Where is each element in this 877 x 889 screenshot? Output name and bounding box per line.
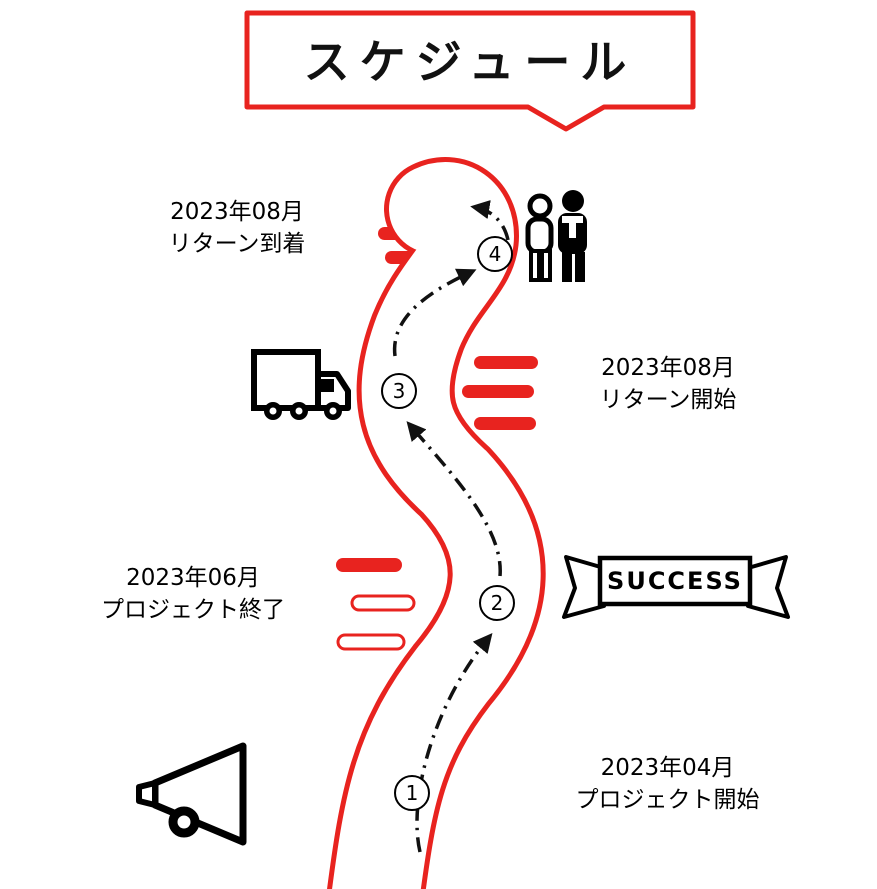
milestone-4-marker: 4 (477, 236, 513, 272)
success-banner (562, 555, 790, 619)
milestone-3-text: リターン開始 (599, 387, 737, 414)
milestone-4-text: リターン到着 (168, 231, 306, 258)
milestone-4-label: 2023年08月 リターン到着 (112, 196, 362, 260)
milestone-1-marker: 1 (394, 775, 430, 811)
road-path (327, 157, 546, 889)
milestone-3-date: 2023年08月 (601, 355, 735, 381)
success-banner-text: SUCCESS (607, 567, 743, 595)
milestone-4-date: 2023年08月 (170, 199, 304, 225)
speed-lines-mid-left (336, 558, 416, 651)
milestone-2-text: プロジェクト終了 (101, 597, 285, 624)
milestone-3-label: 2023年08月 リターン開始 (553, 352, 783, 416)
people-icon (525, 190, 587, 282)
milestone-1-date: 2023年04月 (600, 755, 735, 781)
milestone-1-label: 2023年04月 プロジェクト開始 (535, 752, 800, 816)
route-dashes (392, 200, 510, 853)
milestone-1-text: プロジェクト開始 (575, 787, 760, 814)
milestone-2-marker: 2 (479, 585, 515, 621)
title-banner-frame (244, 10, 696, 132)
megaphone-icon (136, 742, 247, 846)
truck-icon (251, 349, 351, 420)
page-title: スケジュール (303, 35, 637, 89)
milestone-3-marker: 3 (381, 373, 417, 409)
milestone-2-label: 2023年06月 プロジェクト終了 (68, 562, 318, 626)
milestone-2-date: 2023年06月 (126, 565, 260, 591)
speed-lines-mid-right (462, 356, 538, 430)
